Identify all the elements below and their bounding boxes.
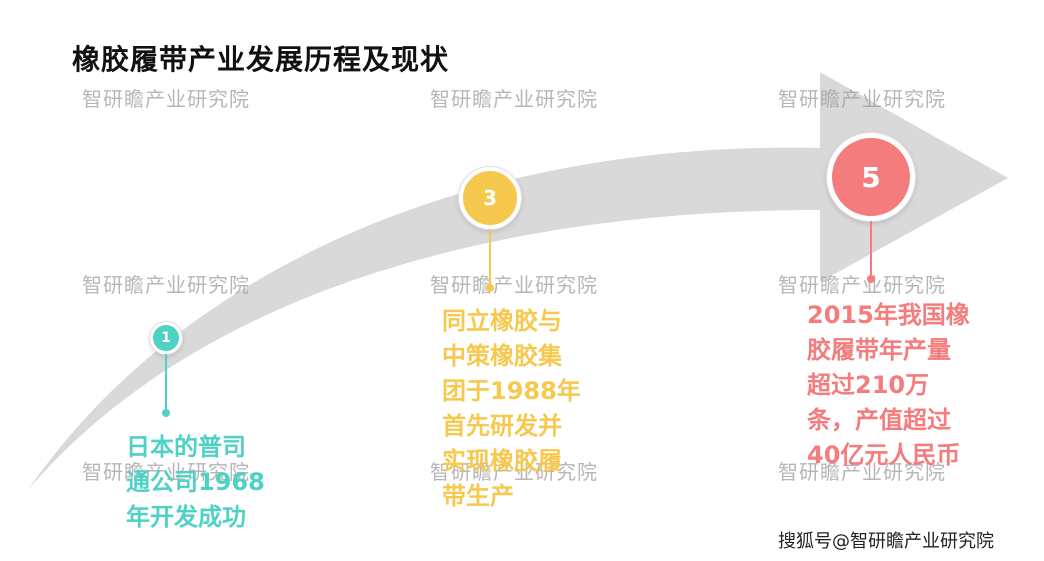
watermark: 智研瞻产业研究院 — [778, 273, 946, 297]
description-line: 同立橡胶与 — [442, 307, 562, 335]
milestone-1-circle: 1 — [150, 322, 182, 354]
milestone-1-dot — [162, 409, 170, 417]
description-line: 中策橡胶集 — [442, 342, 562, 370]
watermark: 智研瞻产业研究院 — [82, 460, 250, 484]
watermark: 智研瞻产业研究院 — [82, 87, 250, 111]
milestone-3-connector — [489, 229, 491, 287]
watermark: 智研瞻产业研究院 — [430, 87, 598, 111]
milestone-5-circle: 5 — [827, 133, 915, 221]
milestone-5-number: 5 — [861, 160, 881, 194]
source-credit: 搜狐号@智研瞻产业研究院 — [778, 531, 994, 552]
description-line: 胶履带年产量 — [807, 336, 951, 364]
description-line: 2015年我国橡 — [807, 301, 970, 329]
watermark: 智研瞻产业研究院 — [430, 460, 598, 484]
milestone-1-number: 1 — [161, 330, 171, 346]
watermark: 智研瞻产业研究院 — [82, 273, 250, 297]
milestone-1-description: 日本的普司 通公司1968 年开发成功 — [126, 430, 265, 535]
watermark: 智研瞻产业研究院 — [778, 460, 946, 484]
milestone-3-circle: 3 — [459, 167, 521, 229]
milestone-5-dot — [867, 275, 875, 283]
description-line: 团于1988年 — [442, 377, 581, 405]
watermark: 智研瞻产业研究院 — [778, 87, 946, 111]
description-line: 通公司1968 — [126, 468, 265, 496]
milestone-5-description: 2015年我国橡 胶履带年产量 超过210万 条，产值超过 40亿元人民币 — [807, 298, 970, 473]
description-line: 年开发成功 — [126, 503, 246, 531]
milestone-3-number: 3 — [483, 186, 497, 210]
description-line: 条，产值超过 — [807, 406, 951, 434]
description-line: 超过210万 — [807, 371, 930, 399]
watermark: 智研瞻产业研究院 — [430, 273, 598, 297]
description-line: 40亿元人民币 — [807, 441, 961, 469]
description-line: 实现橡胶履 — [442, 447, 562, 475]
milestone-3-description: 同立橡胶与 中策橡胶集 团于1988年 首先研发并 实现橡胶履 带生产 — [442, 304, 581, 514]
milestone-1-connector — [165, 354, 167, 412]
description-line: 首先研发并 — [442, 412, 562, 440]
milestone-5-connector — [870, 221, 872, 277]
milestone-3-dot — [486, 284, 494, 292]
description-line: 日本的普司 — [126, 433, 246, 461]
page-title: 橡胶履带产业发展历程及现状 — [72, 43, 450, 76]
description-line: 带生产 — [442, 482, 514, 510]
